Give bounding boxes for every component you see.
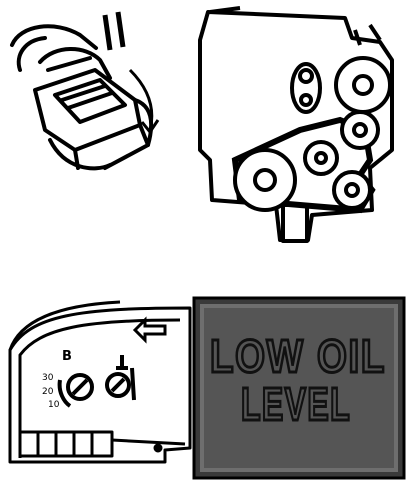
switch-illustration [10, 24, 154, 171]
warning-text-line1: LOW OIL [210, 330, 386, 382]
gauge-label: B [62, 349, 72, 364]
scale-label-30: 30 [42, 373, 54, 383]
switch-housing [10, 24, 98, 50]
scale-label-20: 20 [42, 387, 54, 397]
warning-text-line2: LEVEL [241, 378, 351, 430]
dashboard-outline [8, 306, 192, 464]
engine-outline [198, 10, 394, 242]
scale-label-10: 10 [48, 400, 60, 410]
knob-icon [57, 373, 94, 408]
lamp-icon [105, 355, 136, 401]
warning-light-row [18, 430, 114, 458]
left-arrow-icon [132, 316, 167, 344]
low-oil-warning-panel [192, 296, 406, 480]
pause-bars-icon [102, 11, 126, 51]
rotation-arrow-icon [128, 68, 160, 135]
switch-rocker [33, 68, 142, 152]
engine-illustration [198, 6, 394, 243]
pulley-icon [233, 56, 392, 212]
